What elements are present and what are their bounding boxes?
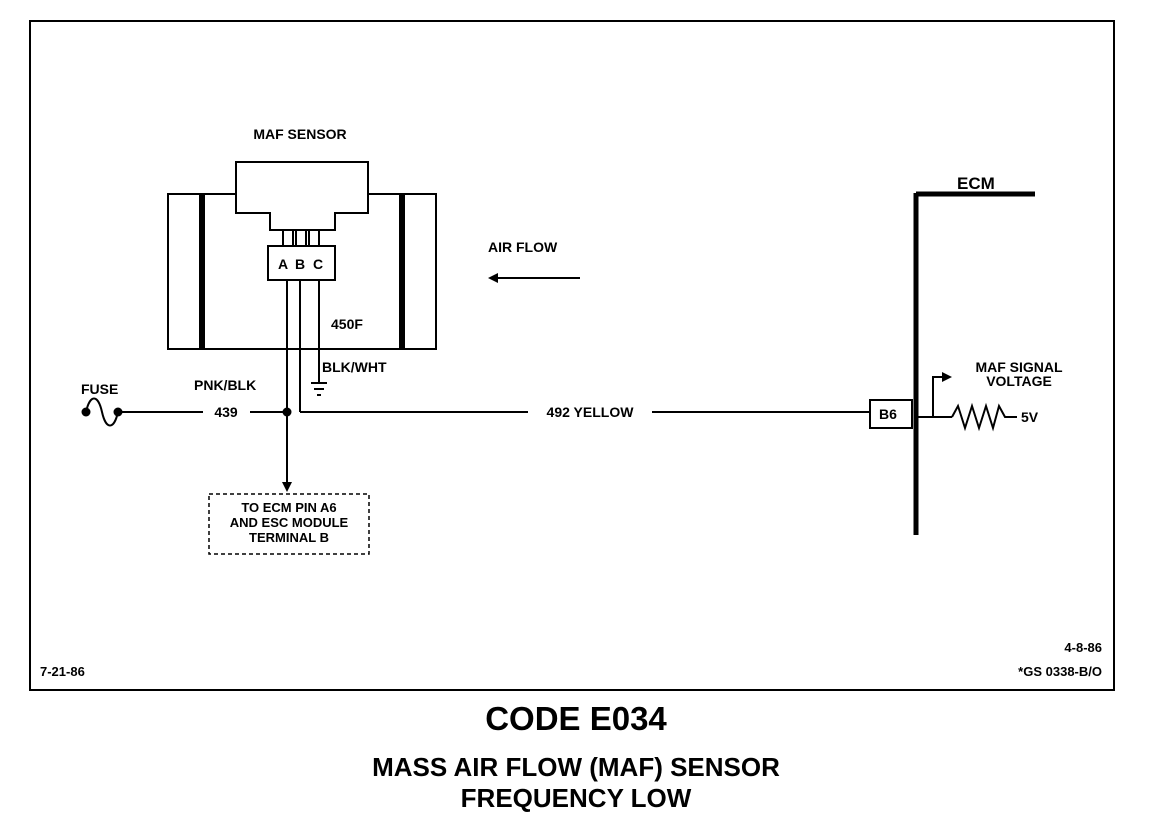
- pin-a-label: A: [278, 256, 288, 272]
- wire-439-label: 439: [214, 404, 238, 420]
- pin-b-label: B: [295, 256, 305, 272]
- maf-signal-label-line2: VOLTAGE: [986, 373, 1052, 389]
- fuse-label: FUSE: [81, 381, 118, 397]
- pnk-blk-label: PNK/BLK: [194, 377, 256, 393]
- wire-450f-label: 450F: [331, 316, 363, 332]
- maf-connector: [267, 245, 336, 281]
- air-flow-label: AIR FLOW: [488, 239, 558, 255]
- caption-line-2: FREQUENCY LOW: [460, 783, 692, 813]
- resistor-icon: [951, 402, 1017, 432]
- fuse-icon: [81, 397, 123, 427]
- blk-wht-label: BLK/WHT: [322, 359, 387, 375]
- ground-icon: [311, 382, 327, 396]
- caption-line-1: MASS AIR FLOW (MAF) SENSOR: [372, 752, 780, 782]
- reference-code: *GS 0338-B/O: [1018, 664, 1102, 679]
- note-line-2: AND ESC MODULE: [230, 515, 349, 530]
- ecm-label: ECM: [957, 174, 995, 193]
- maf-sensor-label: MAF SENSOR: [253, 126, 346, 142]
- maf-sensor: [167, 161, 437, 350]
- date-right: 4-8-86: [1064, 640, 1102, 655]
- pin-b6-label: B6: [879, 406, 897, 422]
- signal-sense-arrow: [932, 372, 952, 417]
- caption-title: CODE E034: [485, 700, 667, 737]
- diagram-frame: [29, 20, 1115, 691]
- wiring-diagram: MAF SENSOR A B C 450F AIR FLOW ECM MAF S…: [29, 20, 1115, 691]
- ecm-pin-b6: [869, 399, 913, 429]
- maf-sensor-head: [235, 161, 369, 231]
- maf-signal-label-line1: MAF SIGNAL: [975, 359, 1063, 375]
- note-line-3: TERMINAL B: [249, 530, 329, 545]
- note-line-1: TO ECM PIN A6: [241, 500, 336, 515]
- maf-pin-stub-b: [295, 229, 307, 247]
- voltage-5v-label: 5V: [1021, 409, 1039, 425]
- date-left: 7-21-86: [40, 664, 85, 679]
- pin-c-label: C: [313, 256, 323, 272]
- note-box: [208, 493, 370, 555]
- wire-492-label: 492 YELLOW: [547, 404, 635, 420]
- maf-pin-stub-c: [308, 229, 320, 247]
- maf-pin-stub-a: [282, 229, 294, 247]
- ecm-block: [869, 191, 1035, 535]
